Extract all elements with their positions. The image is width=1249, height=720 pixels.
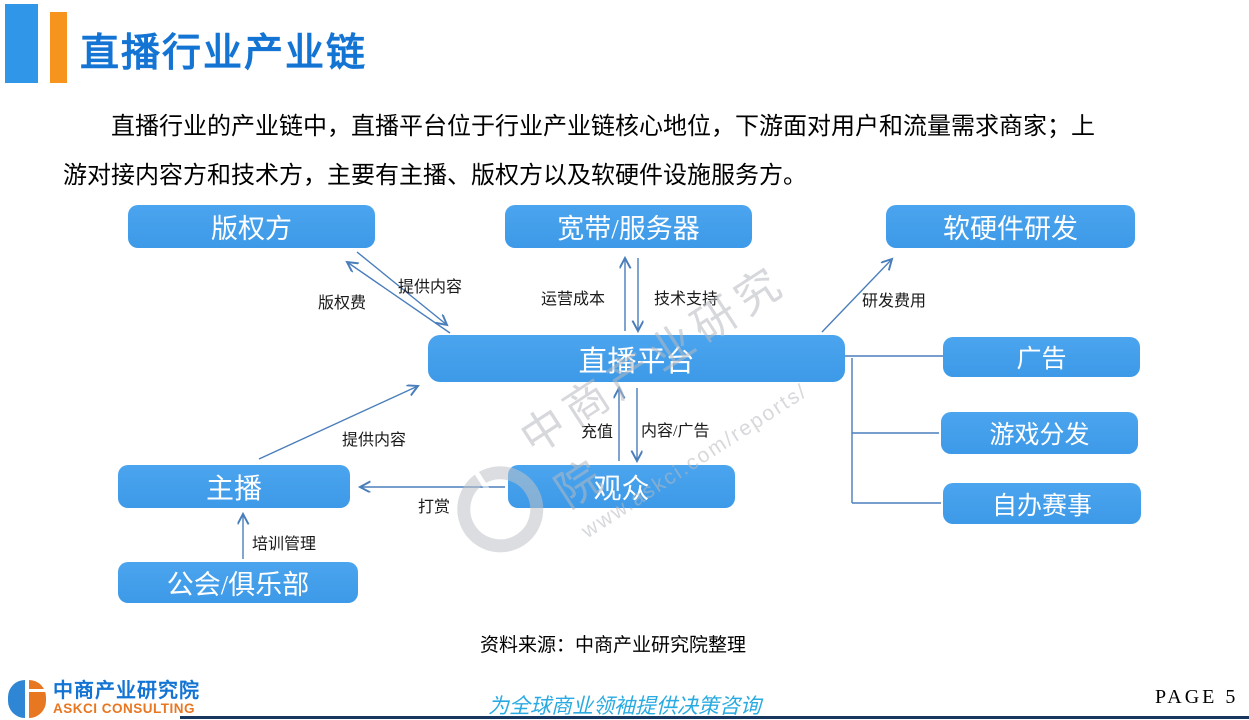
askci-logo-left-half — [8, 680, 25, 718]
node-advertising: 广告 — [943, 337, 1140, 377]
node-bandwidth-server: 宽带/服务器 — [505, 205, 752, 248]
edge-label-recharge: 充值 — [581, 424, 614, 441]
node-copyright-holder: 版权方 — [128, 205, 375, 248]
edge-label-tech-support: 技术支持 — [654, 291, 719, 308]
intro-line-1: 直播行业的产业链中，直播平台位于行业产业链核心地位，下游面对用户和流量需求商家；… — [111, 114, 1095, 140]
footer-logo-cn: 中商产业研究院 — [53, 680, 200, 703]
edge-label-provide-content-lower: 提供内容 — [342, 432, 407, 449]
edge-label-provide-content-upper: 提供内容 — [398, 279, 463, 296]
node-game-distribution: 游戏分发 — [941, 412, 1138, 454]
title-decor-bar — [50, 12, 67, 83]
edge-label-tipping: 打赏 — [418, 499, 451, 516]
edge-label-rd-cost: 研发费用 — [862, 293, 927, 310]
intro-line-2: 游对接内容方和技术方，主要有主播、版权方以及软硬件设施服务方。 — [63, 163, 807, 189]
footer-logo-en: ASKCI CONSULTING — [53, 701, 195, 717]
askci-logo-right-half — [29, 680, 46, 718]
page-title: 直播行业产业链 — [80, 32, 368, 75]
node-own-events: 自办赛事 — [943, 483, 1141, 524]
node-guild-club: 公会/俱乐部 — [118, 562, 358, 603]
source-note: 资料来源：中商产业研究院整理 — [480, 635, 747, 656]
node-live-platform: 直播平台 — [428, 335, 845, 382]
footer-divider-line — [180, 716, 1249, 719]
page-number: PAGE 5 — [1155, 686, 1239, 708]
node-streamer: 主播 — [118, 465, 350, 508]
footer-logo: 中商产业研究院 ASKCI CONSULTING — [8, 680, 200, 718]
footer-tagline: 为全球商业领袖提供决策咨询 — [488, 694, 761, 718]
intro-paragraph: 直播行业的产业链中，直播平台位于行业产业链核心地位，下游面对用户和流量需求商家；… — [63, 103, 1203, 201]
edge-label-operating-cost: 运营成本 — [541, 291, 606, 308]
edge-label-content-ads: 内容/广告 — [641, 423, 710, 440]
edge-label-training-management: 培训管理 — [252, 536, 317, 553]
node-hardware-software-rd: 软硬件研发 — [886, 205, 1135, 248]
askci-logo-icon — [8, 680, 46, 718]
title-decor-square — [5, 4, 38, 83]
edge-label-copyright-fee: 版权费 — [318, 295, 367, 312]
node-audience: 观众 — [508, 465, 735, 508]
